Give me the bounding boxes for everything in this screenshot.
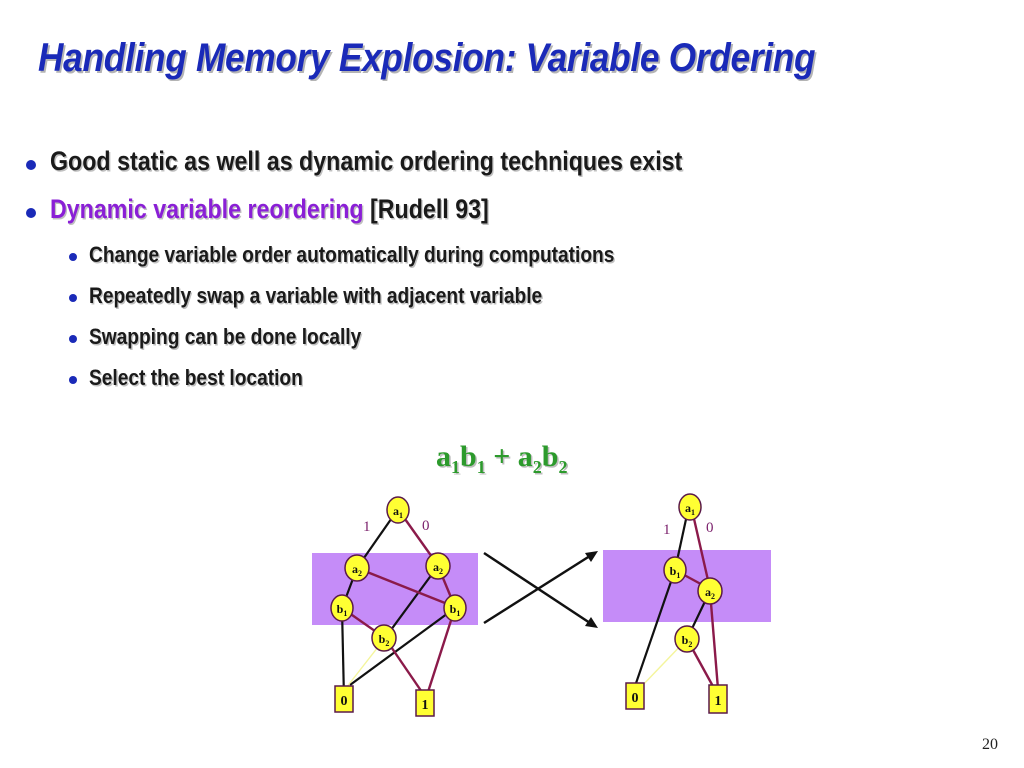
sub-bullet-swap: Repeatedly swap a variable with adjacent… (89, 283, 543, 308)
node-label: a1 (685, 501, 695, 517)
node-label: b1 (337, 602, 348, 618)
node-a1 (386, 496, 410, 524)
node-label: a1 (393, 504, 403, 520)
edge-label-one: 1 (663, 522, 671, 538)
edge-hi (384, 565, 439, 639)
terminal-one (415, 689, 435, 717)
node-label: b2 (379, 632, 390, 648)
left-bdd: 1 0 a1 a2 a2 b1 b1 b2 0 1 (310, 496, 480, 717)
node-label: b1 (670, 564, 681, 580)
sub-bullet-dot (69, 376, 77, 384)
node-b1 (663, 556, 687, 584)
slide-title: Handling Memory Explosion: Variable Orde… (38, 36, 816, 80)
bullet-dot (26, 208, 36, 218)
terminal-label: 0 (341, 694, 348, 709)
right-bdd: 1 0 a1 b1 a2 b2 0 1 (601, 493, 773, 714)
highlight-text: Dynamic variable reordering (50, 194, 364, 224)
edge-lo (426, 607, 457, 693)
citation-text: [Rudell 93] (363, 194, 489, 224)
terminal-zero (625, 682, 645, 710)
bullet-static-dynamic: Good static as well as dynamic ordering … (50, 146, 683, 176)
edge-lo (690, 509, 712, 590)
node-label: b1 (450, 602, 461, 618)
edge-label-one: 1 (363, 519, 371, 535)
terminal-zero (334, 685, 354, 713)
edge-hi (632, 569, 677, 690)
node-label: b2 (682, 633, 693, 649)
edge-label-zero: 0 (706, 520, 714, 536)
node-a2-right (425, 552, 451, 580)
edge-hi (340, 607, 346, 700)
swap-cross-arrows (483, 551, 598, 628)
edge-label-zero: 0 (422, 518, 430, 534)
node-b1-left (330, 594, 354, 622)
sub-bullet-dot (69, 335, 77, 343)
node-a2-left (344, 554, 370, 582)
sub-bullet-best-location: Select the best location (89, 365, 303, 390)
terminal-label: 1 (715, 694, 722, 709)
node-label: a2 (433, 560, 443, 576)
bullet-dot (26, 160, 36, 170)
edge-lo (356, 566, 456, 609)
sub-bullet-dot (69, 294, 77, 302)
terminal-label: 0 (632, 691, 639, 706)
formula: a1b1 + a2b2 (436, 440, 568, 477)
node-b2 (371, 624, 397, 652)
page-number: 20 (982, 736, 998, 753)
node-label: a2 (352, 562, 362, 578)
sub-bullet-local: Swapping can be done locally (89, 324, 362, 349)
node-b2 (674, 625, 700, 653)
terminal-one (708, 684, 728, 714)
node-a1 (678, 493, 702, 521)
node-a2 (697, 577, 723, 605)
edge-lo (708, 590, 720, 690)
bullet-dynamic-reordering: Dynamic variable reordering [Rudell 93] (50, 194, 489, 225)
swap-band-right (601, 548, 773, 624)
terminal-label: 1 (422, 698, 429, 713)
sub-bullet-dot (69, 253, 77, 261)
sub-bullet-change-order: Change variable order automatically duri… (89, 242, 615, 267)
node-label: a2 (705, 585, 715, 601)
edge-hi (349, 607, 456, 686)
node-b1-right (443, 594, 467, 622)
